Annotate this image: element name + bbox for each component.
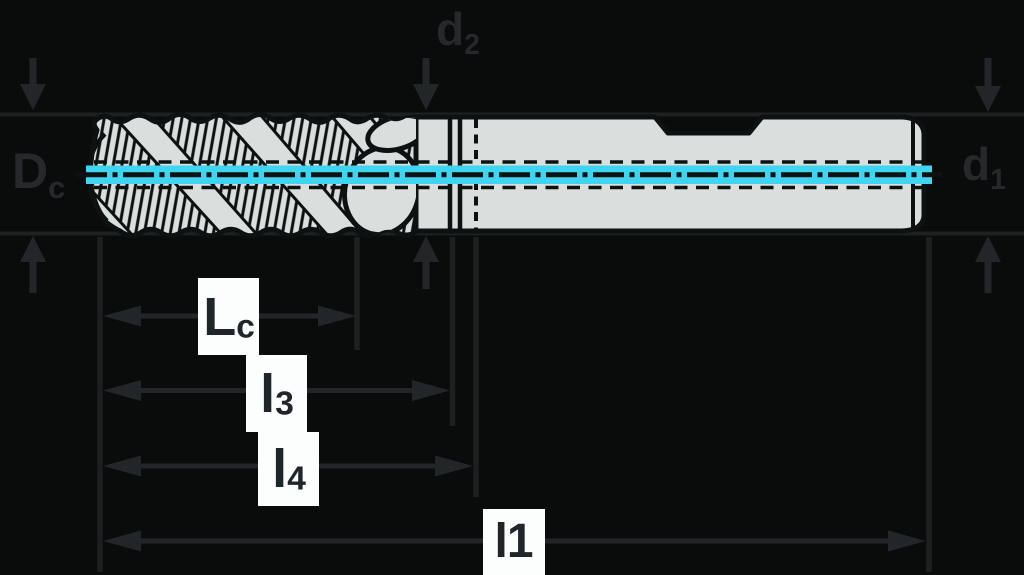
label-lc-base: L [203,286,236,347]
arrow-down-dc [20,58,46,110]
label-l1-base: l1 [494,515,533,568]
label-d2-base: d [436,3,464,55]
label-l3-sub: 3 [275,385,294,423]
dimension-line-lc [103,305,356,327]
label-lc-sub: c [236,308,255,346]
label-d2: d2 [436,3,480,59]
dimension-line-l1 [103,530,926,552]
arrow-up-d1 [975,236,1001,293]
label-d1-sub: 1 [990,164,1006,197]
arrow-up-dc [20,236,46,293]
label-dc-base: D [12,143,48,199]
label-l4-base: l [272,439,287,499]
label-d2-sub: 2 [464,29,480,62]
label-dc: Dc [12,143,65,203]
label-d1-base: d [962,138,990,190]
dimension-line-l4 [103,455,473,477]
label-d1: d1 [962,138,1006,194]
label-box-l1: l1 [483,509,545,575]
arrow-down-d1 [975,58,1001,112]
label-dc-sub: c [48,169,65,205]
arrow-up-d2 [413,236,439,289]
label-l3-base: l [260,363,275,424]
dimension-line-l3 [103,380,450,401]
label-l4-sub: 4 [287,460,306,498]
arrow-down-d2 [413,58,439,110]
centerline [76,160,942,190]
